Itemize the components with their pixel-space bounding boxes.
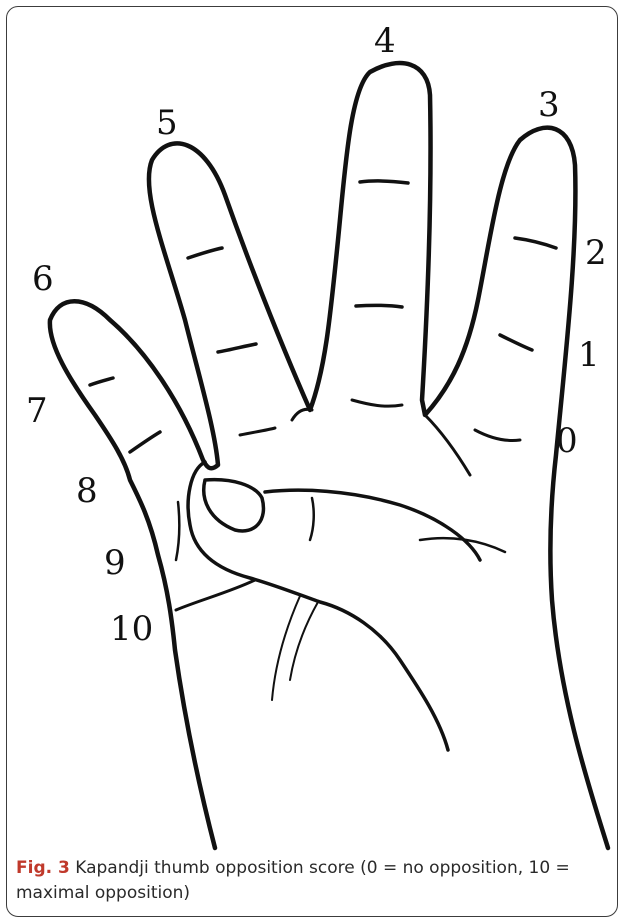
score-label-9: 9 — [104, 543, 126, 583]
thumbnail — [204, 480, 264, 531]
score-label-2: 2 — [585, 233, 607, 273]
thumb-outline — [188, 462, 448, 750]
score-label-3: 3 — [538, 85, 560, 125]
caption-text: Kapandji thumb opposition score (0 = no … — [16, 858, 570, 903]
score-label-1: 1 — [578, 335, 600, 375]
score-label-7: 7 — [26, 391, 48, 431]
caption-label: Fig. 3 — [16, 858, 70, 878]
score-label-4: 4 — [374, 21, 396, 61]
figure-caption: Fig. 3 Kapandji thumb opposition score (… — [16, 856, 606, 906]
score-label-0: 0 — [556, 421, 578, 461]
score-label-5: 5 — [156, 103, 178, 143]
score-label-8: 8 — [76, 471, 98, 511]
hand-outline — [50, 63, 608, 848]
score-label-10: 10 — [110, 609, 153, 649]
score-label-6: 6 — [32, 259, 54, 299]
